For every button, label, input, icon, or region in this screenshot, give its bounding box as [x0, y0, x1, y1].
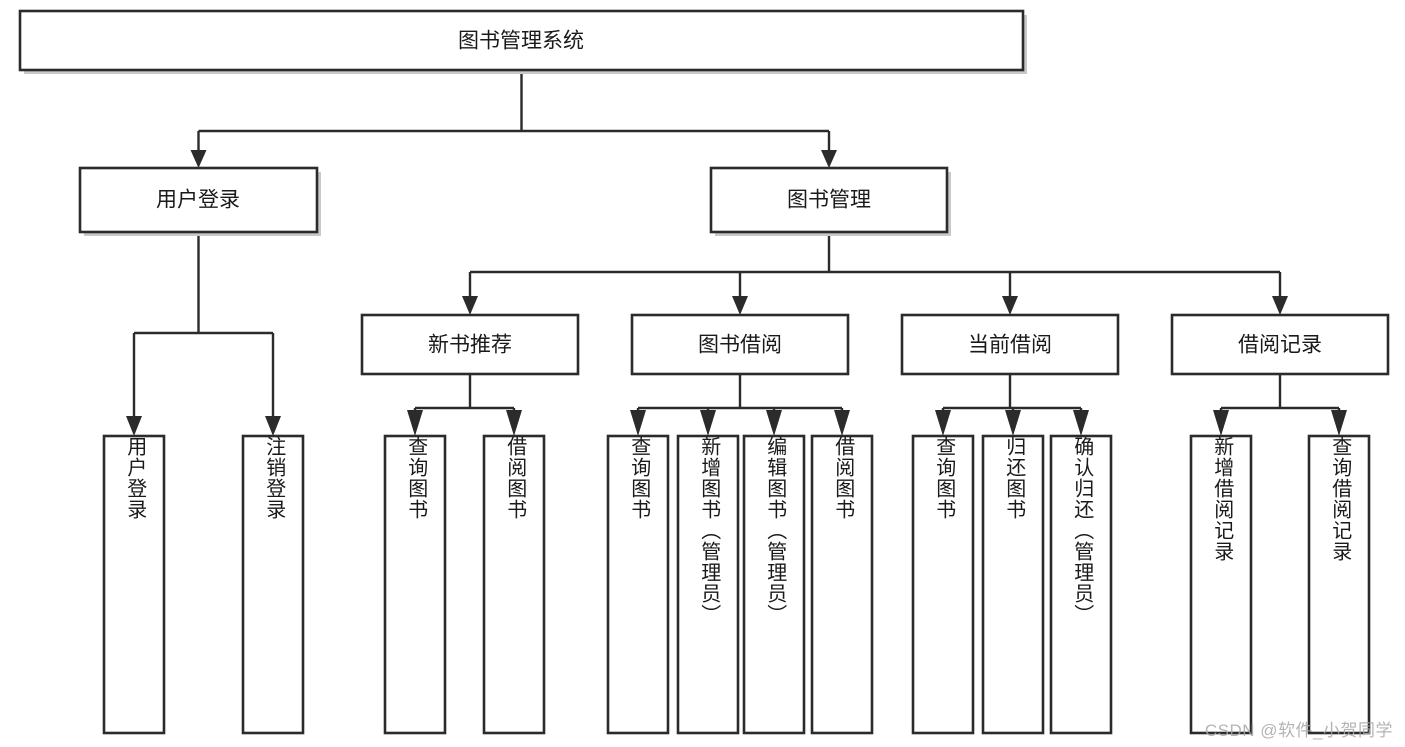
arrowhead-leaf-borrow-book-1 — [506, 410, 522, 436]
node-user-login[interactable]: 用户登录 — [78, 166, 321, 236]
arrowhead-leaf-query-book-2 — [630, 410, 646, 436]
arrowhead-book-borrow — [732, 296, 748, 315]
edge-group-newbookrec-to-leaves — [407, 374, 522, 436]
leaf-box-edit-book[interactable] — [742, 434, 806, 735]
arrowhead-leaf-logout — [265, 416, 281, 436]
edge-group-userlogin-to-leaves — [126, 232, 281, 436]
leaf-box-query-book-3[interactable] — [911, 434, 975, 735]
arrowhead-book-mgmt — [821, 150, 837, 168]
node-current-borrow[interactable]: 当前借阅 — [900, 313, 1120, 376]
edge-group-root-to-level2 — [190, 70, 837, 168]
csdn-watermark: CSDN @软件_小贺同学 — [1204, 721, 1393, 740]
leaf-box-add-book[interactable] — [676, 434, 740, 735]
edge-group-borrowrecord-to-leaves — [1213, 374, 1347, 436]
arrowhead-leaf-user-login — [126, 416, 142, 436]
arrowhead-leaf-add-book — [700, 410, 716, 436]
node-book-management[interactable]: 图书管理 — [709, 166, 951, 236]
arrowhead-leaf-query-record — [1331, 410, 1347, 436]
arrowhead-leaf-edit-book — [766, 410, 782, 436]
node-root-system[interactable]: 图书管理系统 — [18, 9, 1027, 74]
root-label: 图书管理系统 — [458, 30, 584, 53]
node-borrow-record[interactable]: 借阅记录 — [1170, 313, 1390, 376]
arrowhead-leaf-add-record — [1213, 410, 1229, 436]
user-login-label: 用户登录 — [156, 189, 240, 212]
book-borrow-box — [630, 313, 850, 376]
leaf-box-query-record[interactable] — [1307, 434, 1371, 735]
arrowhead-current-borrow — [1002, 296, 1018, 315]
leaf-box-confirm-return[interactable] — [1049, 434, 1113, 735]
book-borrow-label: 图书借阅 — [698, 334, 782, 357]
leaf-box-user-login[interactable] — [102, 434, 166, 735]
leaf-box-borrow-book-2[interactable] — [810, 434, 874, 735]
edge-group-bookmgmt-to-level3 — [462, 232, 1288, 315]
borrow-record-label: 借阅记录 — [1238, 334, 1322, 357]
leaf-box-logout[interactable] — [241, 434, 305, 735]
arrowhead-leaf-return-book — [1005, 410, 1021, 436]
new-book-rec-box — [360, 313, 580, 376]
arrowhead-leaf-confirm-return — [1073, 410, 1089, 436]
node-new-book-recommend[interactable]: 新书推荐 — [360, 313, 580, 376]
leaf-box-query-book-2[interactable] — [606, 434, 670, 735]
arrowhead-leaf-query-book-3 — [935, 410, 951, 436]
arrowhead-user-login — [190, 150, 207, 168]
root-box — [18, 9, 1025, 72]
leaf-box-add-record[interactable] — [1189, 434, 1253, 735]
edge-group-bookborrow-to-leaves — [630, 374, 850, 436]
book-mgmt-label: 图书管理 — [787, 189, 871, 212]
borrow-record-box — [1170, 313, 1390, 376]
edge-group-currentborrow-to-leaves — [935, 374, 1089, 436]
arrowhead-new-book-rec — [462, 296, 478, 315]
current-borrow-label: 当前借阅 — [968, 334, 1052, 357]
leaf-box-borrow-book-1[interactable] — [482, 434, 546, 735]
leaf-box-group — [102, 434, 1371, 735]
new-book-rec-label: 新书推荐 — [428, 334, 512, 357]
leaf-box-return-book[interactable] — [981, 434, 1045, 735]
current-borrow-box — [900, 313, 1120, 376]
arrowhead-leaf-query-book-1 — [407, 410, 423, 436]
leaf-box-query-book-1[interactable] — [383, 434, 447, 735]
user-login-box — [78, 166, 319, 234]
arrowhead-borrow-record — [1272, 296, 1288, 315]
arrowhead-leaf-borrow-book-2 — [834, 410, 850, 436]
node-book-borrow[interactable]: 图书借阅 — [630, 313, 850, 376]
book-mgmt-box — [709, 166, 949, 234]
